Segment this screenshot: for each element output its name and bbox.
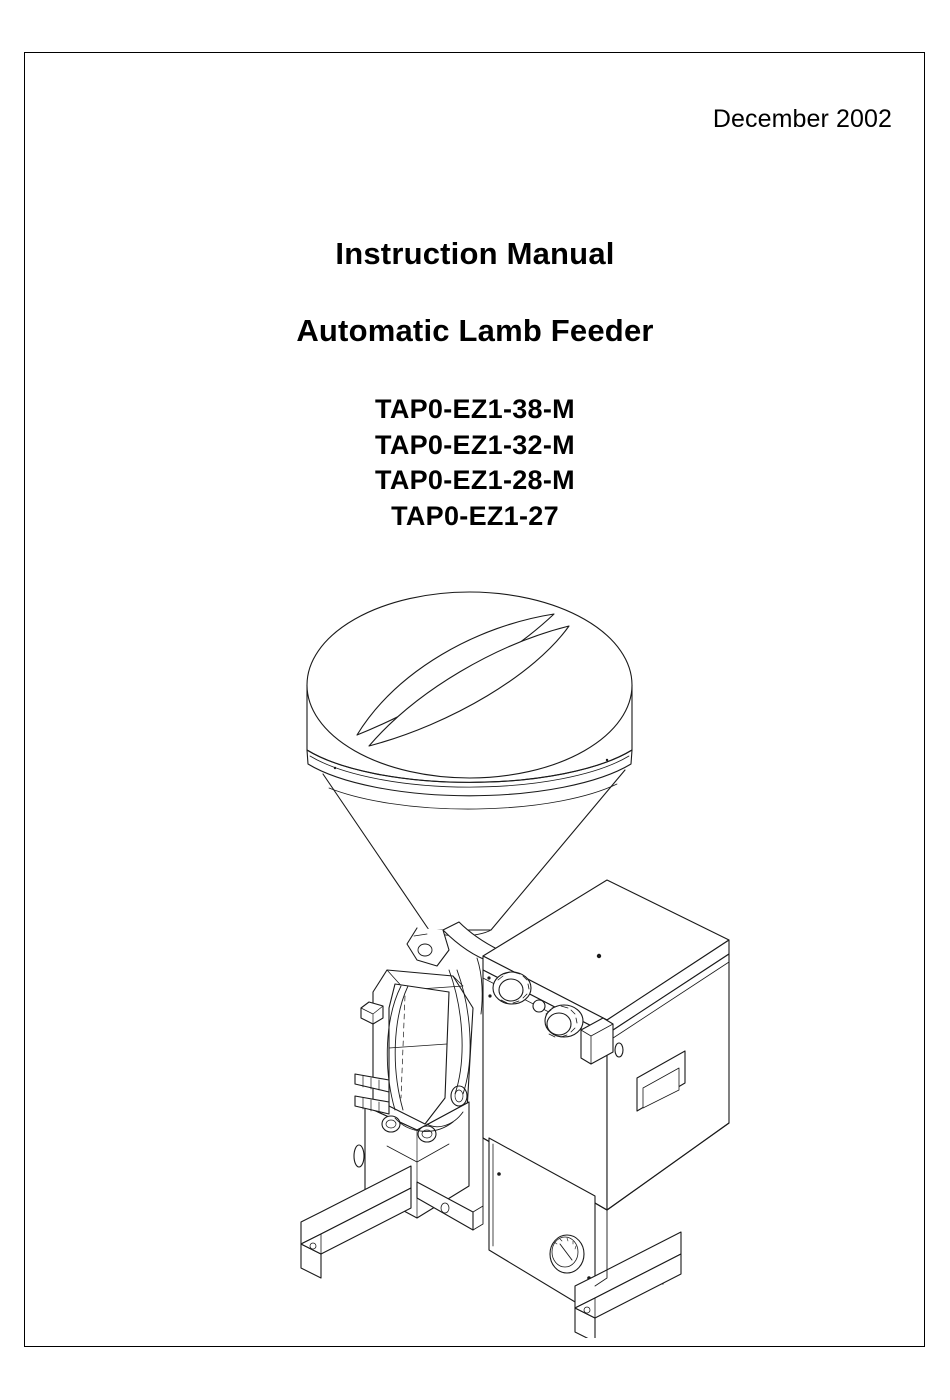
control-knob-left[interactable] — [492, 971, 532, 1005]
base-leg-left — [300, 1165, 412, 1279]
hopper-vent-slot-right — [368, 625, 570, 747]
cabinet-hole — [614, 1042, 624, 1058]
rocker-switch[interactable] — [580, 1017, 614, 1065]
indicator-light — [532, 999, 546, 1013]
hose-fittings — [354, 1001, 468, 1143]
publication-date: December 2002 — [712, 105, 892, 133]
tubing — [386, 957, 483, 1132]
base-port — [353, 1144, 365, 1168]
hopper-lid — [306, 591, 633, 779]
valve-fitting — [381, 1115, 437, 1143]
model-number-list: TAP0-EZ1-38-M TAP0-EZ1-32-M TAP0-EZ1-28-… — [0, 392, 950, 535]
model-number: TAP0-EZ1-27 — [391, 500, 559, 531]
side-clamp — [360, 1001, 384, 1025]
model-number: TAP0-EZ1-38-M — [375, 394, 575, 424]
base-leg-right — [574, 1231, 682, 1338]
base-legs — [300, 1165, 682, 1338]
lamb-feeder-drawing — [300, 591, 730, 1338]
model-number: TAP0-EZ1-28-M — [375, 465, 575, 496]
control-panel — [487, 953, 614, 1065]
page-border — [24, 52, 925, 1347]
nameplate — [614, 1042, 686, 1112]
page-subtitle: Automatic Lamb Feeder — [296, 313, 654, 348]
product-illustration — [277, 578, 767, 1338]
page-title: Instruction Manual — [335, 236, 615, 271]
title-block: Instruction Manual Automatic Lamb Feeder… — [0, 238, 950, 535]
control-knob-right[interactable] — [544, 1004, 584, 1038]
pressure-gauge — [549, 1234, 585, 1274]
mounting-bracket — [416, 1137, 484, 1231]
model-number: TAP0-EZ1-32-M — [375, 429, 575, 460]
